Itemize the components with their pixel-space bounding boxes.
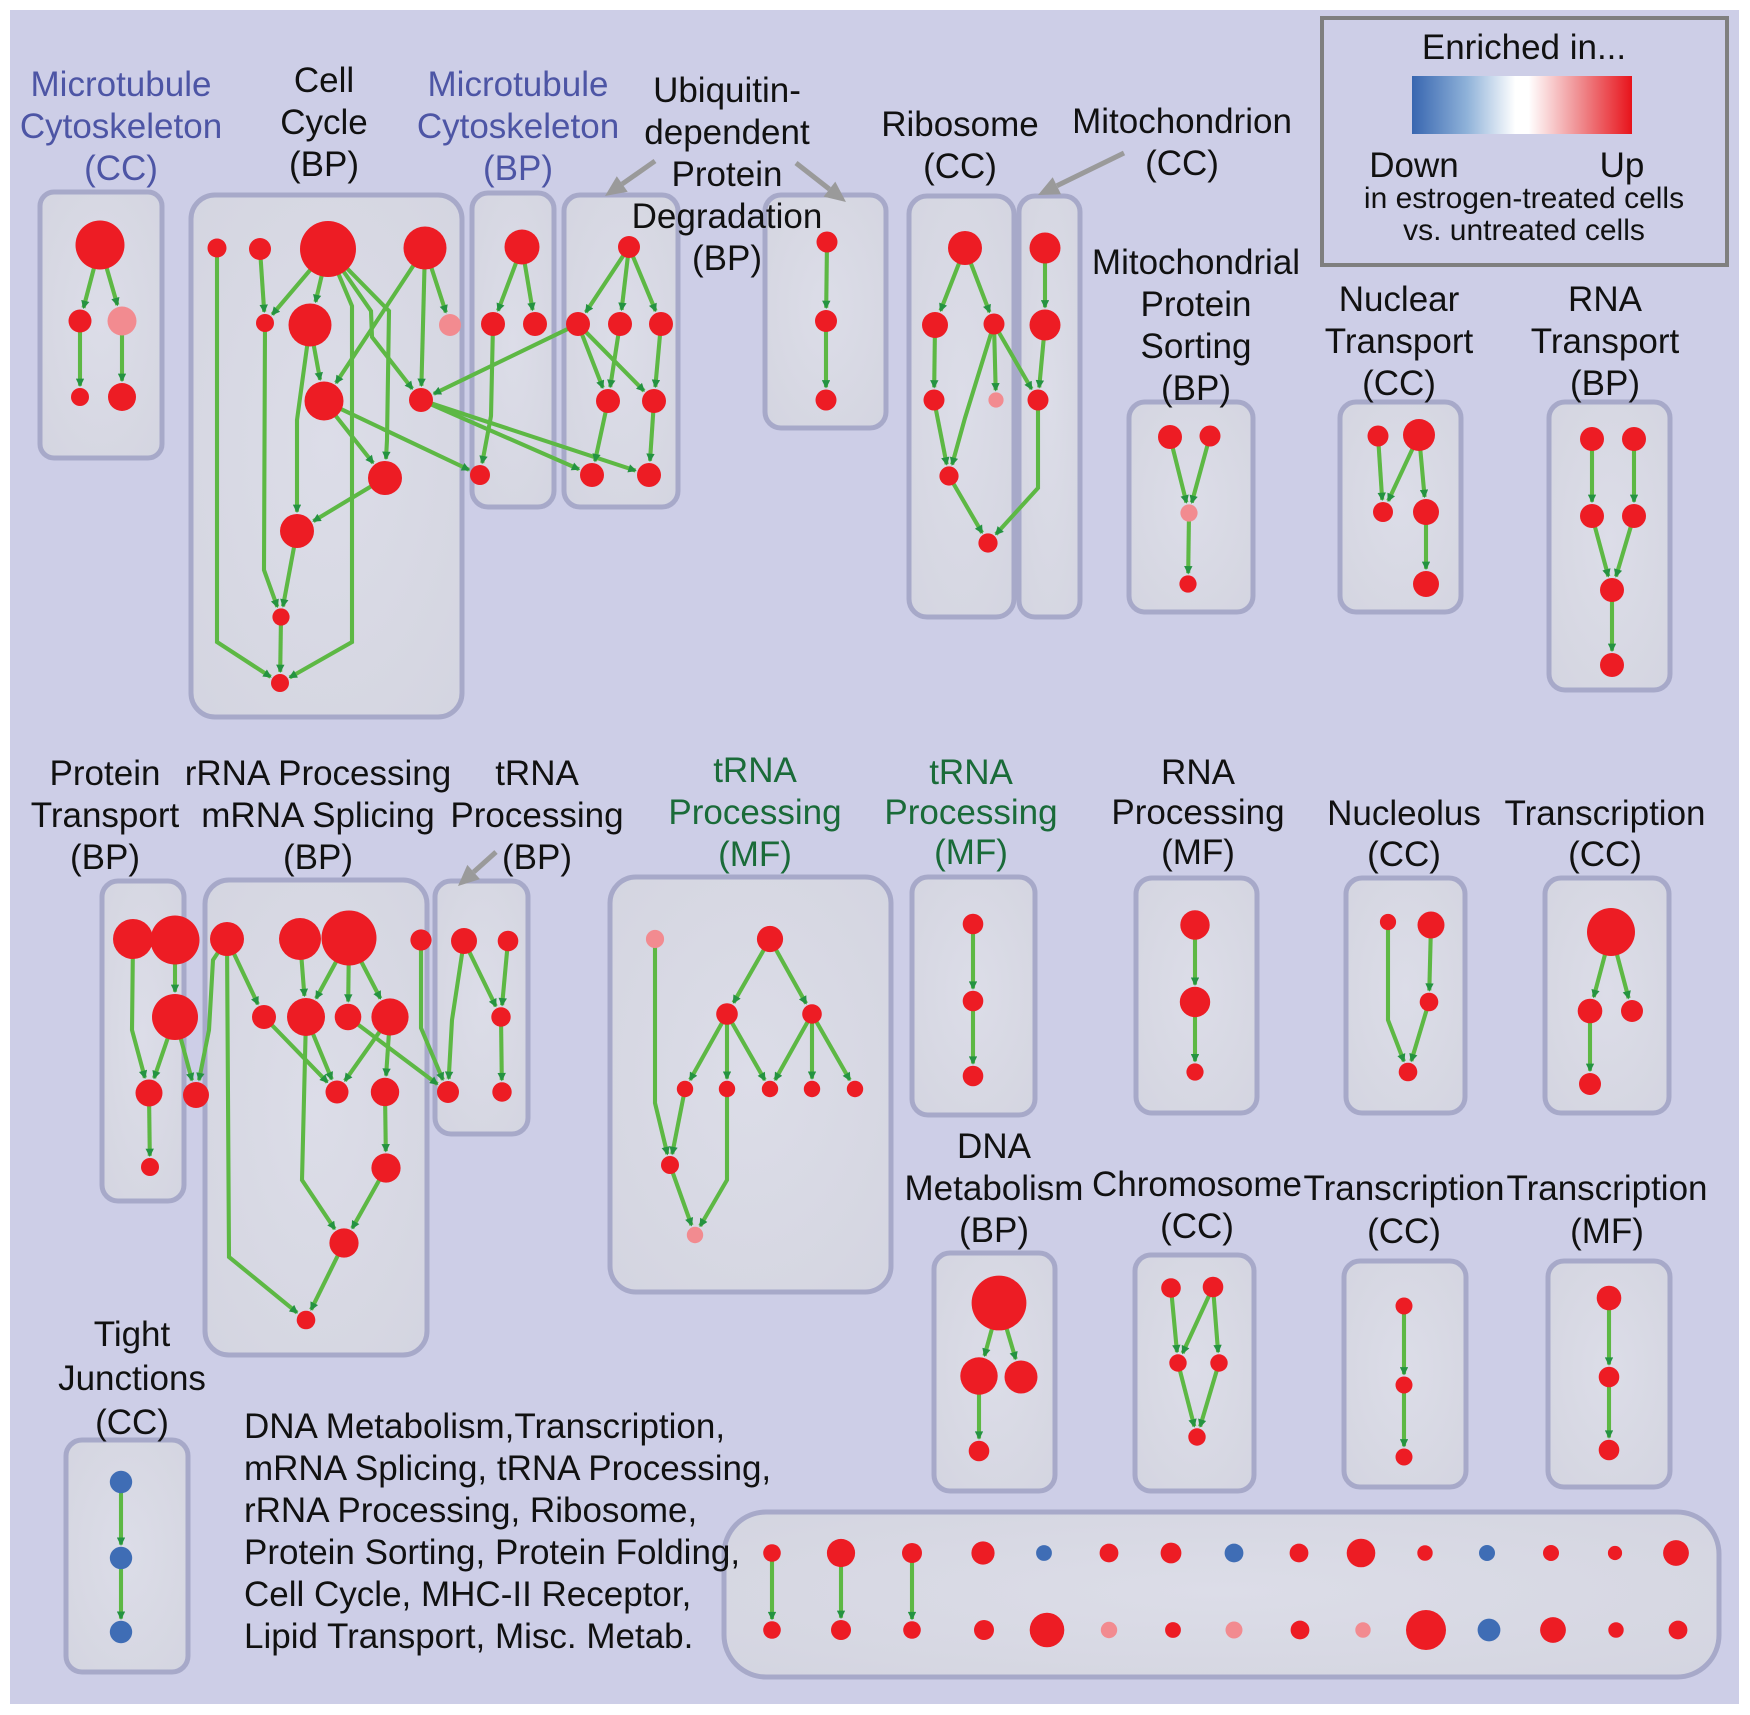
svg-text:dependent: dependent bbox=[644, 113, 810, 152]
svg-text:Degradation: Degradation bbox=[632, 197, 823, 236]
svg-text:(MF): (MF) bbox=[934, 833, 1008, 872]
svg-text:rRNA Processing: rRNA Processing bbox=[185, 754, 451, 793]
svg-text:Transcription: Transcription bbox=[1304, 1169, 1505, 1208]
svg-text:tRNA: tRNA bbox=[713, 751, 797, 790]
svg-text:(BP): (BP) bbox=[692, 239, 762, 278]
svg-text:RNA: RNA bbox=[1568, 280, 1643, 319]
svg-text:Microtubule: Microtubule bbox=[428, 65, 609, 104]
svg-text:Nucleolus: Nucleolus bbox=[1327, 794, 1481, 833]
svg-text:(BP): (BP) bbox=[959, 1211, 1029, 1250]
svg-text:Mitochondrion: Mitochondrion bbox=[1072, 102, 1292, 141]
svg-text:(MF): (MF) bbox=[718, 835, 792, 874]
svg-text:Protein Sorting, Protein Foldi: Protein Sorting, Protein Folding, bbox=[244, 1533, 740, 1572]
svg-text:Ubiquitin-: Ubiquitin- bbox=[653, 71, 801, 110]
svg-text:Protein: Protein bbox=[50, 754, 161, 793]
svg-text:Processing: Processing bbox=[450, 796, 623, 835]
svg-text:Cell: Cell bbox=[294, 61, 354, 100]
svg-text:(MF): (MF) bbox=[1161, 833, 1235, 872]
svg-text:Lipid Transport, Misc. Metab.: Lipid Transport, Misc. Metab. bbox=[244, 1617, 693, 1656]
svg-text:Transport: Transport bbox=[1325, 322, 1474, 361]
svg-text:(CC): (CC) bbox=[923, 147, 997, 186]
svg-text:Transport: Transport bbox=[1531, 322, 1680, 361]
svg-text:DNA: DNA bbox=[957, 1127, 1032, 1166]
svg-text:RNA: RNA bbox=[1161, 753, 1236, 792]
svg-text:(BP): (BP) bbox=[289, 145, 359, 184]
svg-text:Cycle: Cycle bbox=[280, 103, 368, 142]
svg-text:mRNA Splicing: mRNA Splicing bbox=[201, 796, 434, 835]
svg-text:(BP): (BP) bbox=[483, 149, 553, 188]
svg-text:vs. untreated cells: vs. untreated cells bbox=[1403, 214, 1645, 247]
svg-text:(CC): (CC) bbox=[1160, 1207, 1234, 1246]
svg-text:(CC): (CC) bbox=[84, 149, 158, 188]
svg-text:Microtubule: Microtubule bbox=[31, 65, 212, 104]
svg-text:(BP): (BP) bbox=[283, 838, 353, 877]
svg-text:Processing: Processing bbox=[884, 793, 1057, 832]
svg-text:Transcription: Transcription bbox=[1507, 1169, 1708, 1208]
svg-text:in estrogen-treated cells: in estrogen-treated cells bbox=[1364, 182, 1684, 215]
svg-text:Down: Down bbox=[1369, 146, 1458, 185]
svg-text:rRNA Processing, Ribosome,: rRNA Processing, Ribosome, bbox=[244, 1491, 697, 1530]
svg-text:(BP): (BP) bbox=[502, 838, 572, 877]
svg-text:(MF): (MF) bbox=[1570, 1212, 1644, 1251]
svg-text:Mitochondrial: Mitochondrial bbox=[1092, 243, 1300, 282]
svg-text:(CC): (CC) bbox=[1367, 1212, 1441, 1251]
svg-text:(CC): (CC) bbox=[1362, 364, 1436, 403]
svg-text:(CC): (CC) bbox=[1568, 835, 1642, 874]
svg-text:Processing: Processing bbox=[1111, 793, 1284, 832]
svg-text:(CC): (CC) bbox=[1145, 144, 1219, 183]
svg-text:tRNA: tRNA bbox=[929, 753, 1013, 792]
svg-text:(BP): (BP) bbox=[1570, 364, 1640, 403]
svg-text:(BP): (BP) bbox=[70, 838, 140, 877]
svg-text:Junctions: Junctions bbox=[58, 1359, 206, 1398]
svg-text:Protein: Protein bbox=[672, 155, 783, 194]
svg-text:(BP): (BP) bbox=[1161, 369, 1231, 408]
svg-text:Transcription: Transcription bbox=[1505, 794, 1706, 833]
svg-text:Cytoskeleton: Cytoskeleton bbox=[20, 107, 222, 146]
svg-text:Transport: Transport bbox=[31, 796, 180, 835]
svg-text:mRNA Splicing, tRNA Processing: mRNA Splicing, tRNA Processing, bbox=[244, 1449, 771, 1488]
svg-text:Cytoskeleton: Cytoskeleton bbox=[417, 107, 619, 146]
svg-text:Up: Up bbox=[1600, 146, 1645, 185]
svg-text:Cell Cycle, MHC-II Receptor,: Cell Cycle, MHC-II Receptor, bbox=[244, 1575, 691, 1614]
svg-text:Nuclear: Nuclear bbox=[1339, 280, 1460, 319]
svg-text:Ribosome: Ribosome bbox=[881, 105, 1039, 144]
svg-text:Protein: Protein bbox=[1141, 285, 1252, 324]
svg-text:Tight: Tight bbox=[94, 1315, 171, 1354]
svg-text:Chromosome: Chromosome bbox=[1092, 1165, 1302, 1204]
svg-text:tRNA: tRNA bbox=[495, 754, 579, 793]
svg-text:(CC): (CC) bbox=[1367, 835, 1441, 874]
svg-text:Sorting: Sorting bbox=[1141, 327, 1252, 366]
svg-text:DNA Metabolism,Transcription,: DNA Metabolism,Transcription, bbox=[244, 1407, 725, 1446]
svg-text:Processing: Processing bbox=[668, 793, 841, 832]
svg-text:(CC): (CC) bbox=[95, 1403, 169, 1442]
svg-text:Metabolism: Metabolism bbox=[905, 1169, 1084, 1208]
svg-text:Enriched in...: Enriched in... bbox=[1422, 28, 1626, 67]
